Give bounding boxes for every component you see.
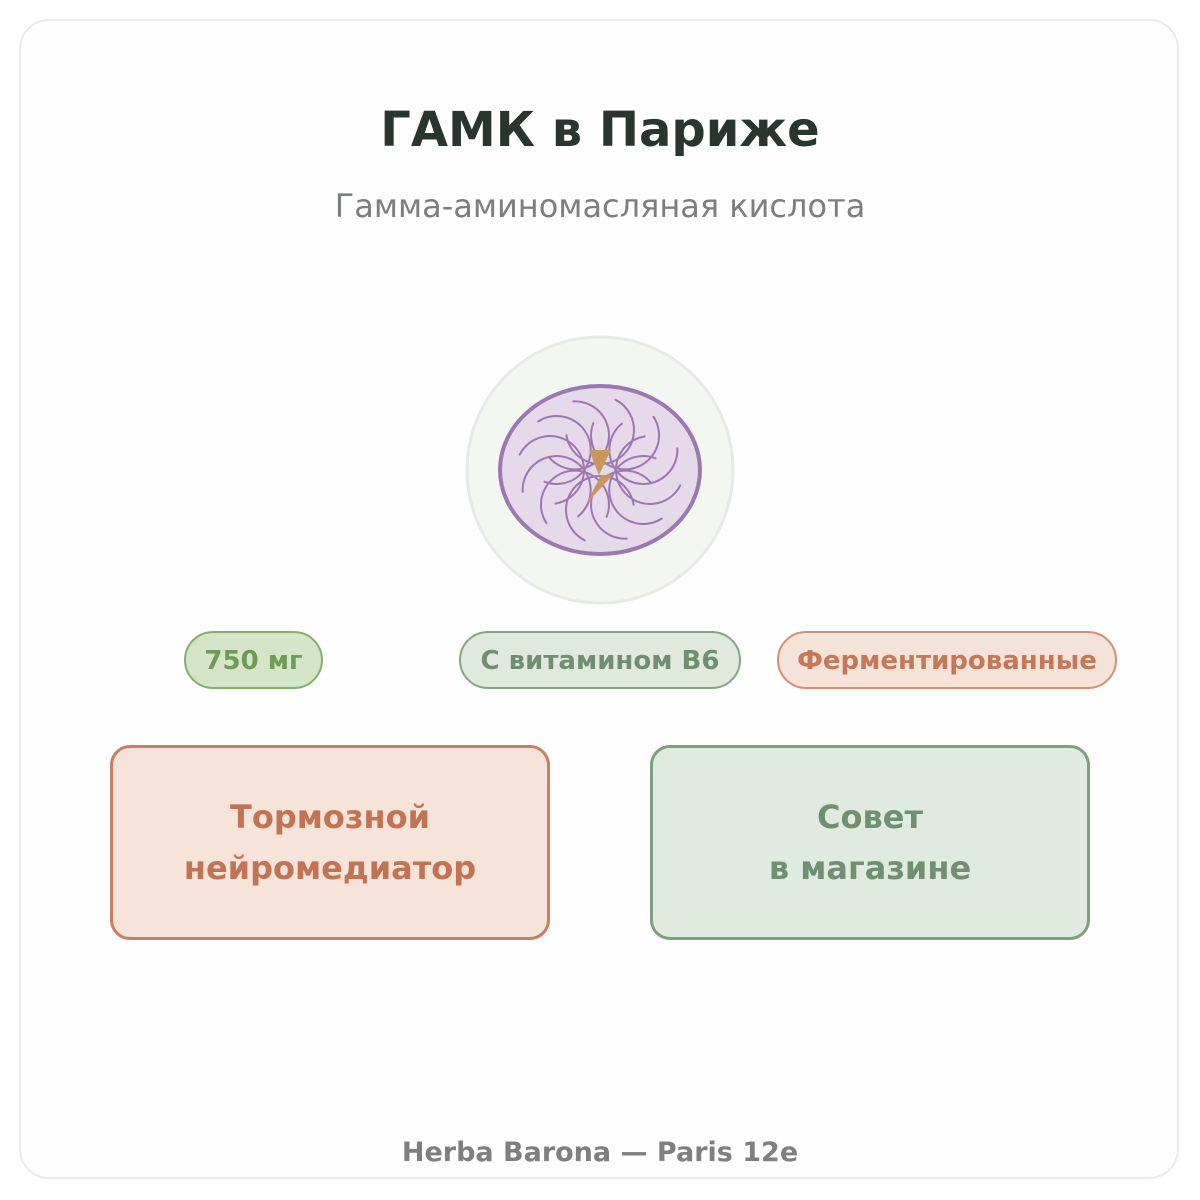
neurotransmitter-card: Тормозной нейромедиатор [110,745,550,940]
flower-petal-arc [608,455,663,526]
dose-badge: 750 мг [184,631,323,689]
flower-petal-arc [537,414,592,485]
page-subtitle: Гамма-аминомасляная кислота [334,187,866,225]
flower-petal-arc [547,400,610,471]
store-advice-line-2: в магазине [768,848,972,887]
vitamin-b6-badge: С витамином B6 [459,631,741,689]
footer-brand: Herba Barona — Paris 12e [401,1137,799,1168]
neurotransmitter-line-1: Тормозной [230,797,430,836]
lightning-bolt-icon [587,450,613,503]
flower-petal-arc [539,469,610,525]
store-advice-line-1: Совет [817,797,923,836]
flower-pattern-icon [465,335,735,605]
fermented-badge: Ферментированные [777,631,1117,689]
flower-petal-arc [565,474,635,542]
flower-petal-arc [590,415,661,471]
flower-petal-arc [565,398,635,466]
flower-petal-arc [518,435,586,505]
neurotransmitter-line-2: нейромедиатор [183,848,477,887]
flower-petal-arc [614,435,682,505]
flower-petal-arc [608,422,679,485]
gaba-emblem [465,335,735,605]
page-title: ГАМК в Париже [380,102,820,158]
store-advice-card: Совет в магазине [650,745,1090,940]
